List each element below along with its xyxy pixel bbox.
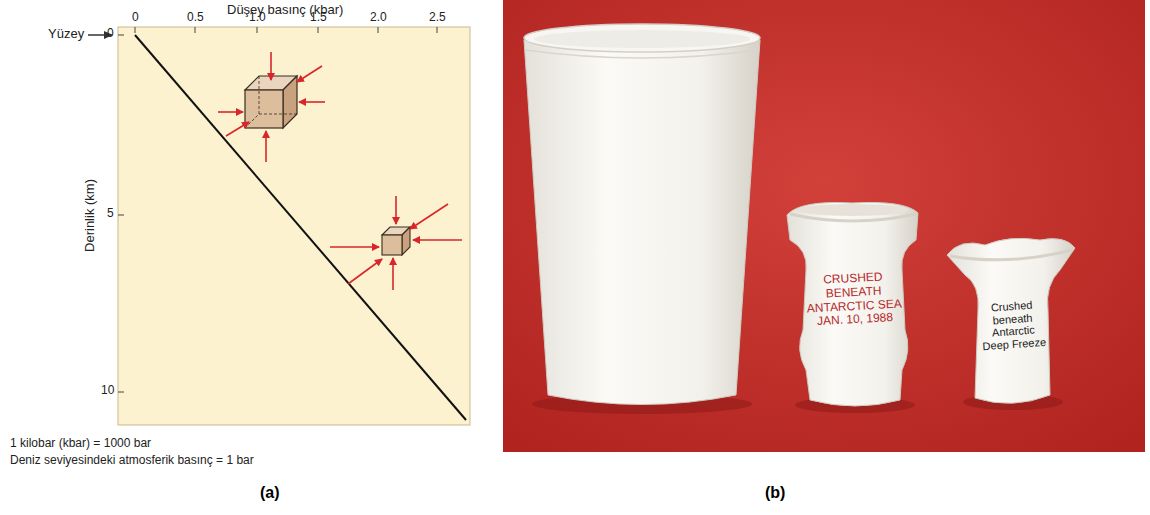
tick-label: 0.5 (187, 11, 204, 25)
surface-label: Yüzey (48, 27, 84, 42)
panel-label: (b) (765, 484, 785, 502)
tick-label: 0 (132, 11, 139, 25)
stress-arrows (218, 52, 325, 162)
panel-label: (a) (260, 484, 280, 502)
axis-title: Derinlik (km) (83, 179, 98, 252)
rock-cube (245, 76, 297, 128)
handwritten-note: Crushed beneath Antarctic Deep Freeze (978, 298, 1047, 353)
tick-label: 1.0 (249, 11, 266, 25)
stress-arrows (330, 196, 462, 290)
tick-label: 2.5 (429, 11, 446, 25)
tick-label: 10 (101, 384, 114, 398)
unit-note: Deniz seviyesindeki atmosferik basınç = … (10, 454, 254, 468)
foam-cup (524, 24, 760, 405)
handwritten-note: CRUSHED BENEATH ANTARCTIC SEA JAN. 10, 1… (801, 269, 908, 330)
tick-label: 2.0 (370, 11, 387, 25)
tick-label: 1.5 (310, 11, 327, 25)
crushed-cup (787, 202, 918, 406)
pressure-line (135, 35, 466, 420)
plot-area (118, 27, 470, 425)
unit-note: 1 kilobar (kbar) = 1000 bar (10, 437, 151, 451)
rock-cube (382, 227, 410, 255)
tick-label: 0 (107, 27, 114, 41)
tick-label: 5 (107, 207, 114, 221)
axis-ticks (118, 27, 437, 392)
crushed-cup (947, 238, 1075, 403)
photo-background (503, 0, 1145, 452)
